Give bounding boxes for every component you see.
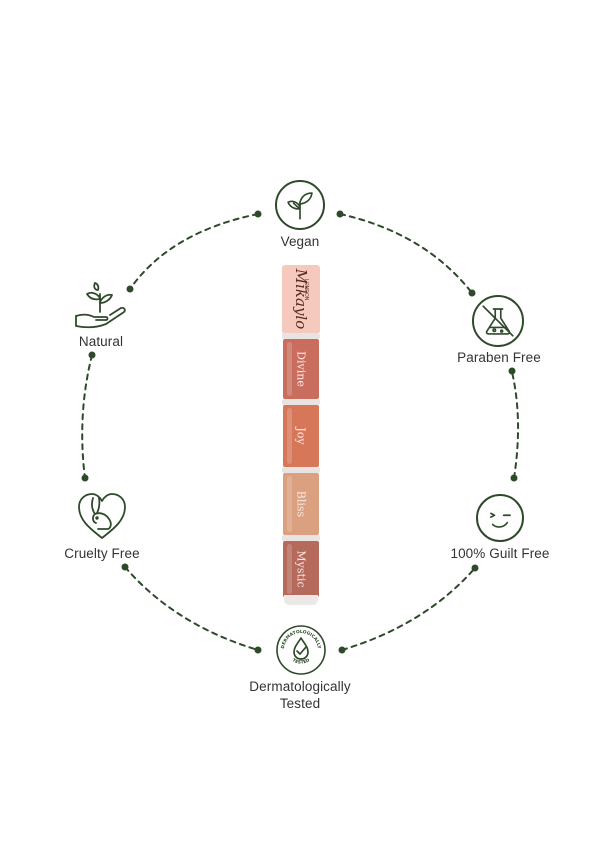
separator-ring (282, 535, 320, 541)
arc-natural-cruelty (81, 354, 93, 479)
node-dot (254, 210, 262, 218)
node-dot (81, 474, 89, 482)
no-flask-icon (472, 295, 524, 347)
arc-paraben-guilt (511, 371, 520, 479)
cruelty-free-label: Cruelty Free (64, 546, 140, 561)
arc-vegan-paraben (339, 213, 473, 294)
arc-cruelty-derm (124, 566, 259, 651)
plant-in-hand-icon (72, 278, 130, 332)
shade-mystic: Mystic (283, 541, 319, 597)
vegan-leaf-icon (275, 180, 325, 230)
separator-ring (282, 467, 320, 473)
derm-label-line2: Tested (279, 696, 321, 711)
node-dot (126, 285, 134, 293)
node-dot (468, 289, 476, 297)
svg-text:TESTED: TESTED (291, 657, 311, 666)
node-dot (254, 646, 262, 654)
shade-divine: Divine (283, 339, 319, 399)
derm-label-line1: Dermatologically (249, 679, 351, 694)
brand-sub: LONDON (303, 279, 309, 301)
shade-name: Joy (294, 427, 308, 445)
natural-label: Natural (78, 334, 124, 349)
guilt-free-label: 100% Guilt Free (450, 546, 550, 561)
node-dot (510, 474, 518, 482)
paraben-free-label: Paraben Free (457, 350, 541, 365)
node-dot (338, 646, 346, 654)
dermatologically-tested-seal-icon: DERMATOLOGICALLY TESTED (275, 624, 327, 676)
arc-vegan-natural (129, 213, 259, 290)
rabbit-heart-icon (76, 490, 128, 542)
shade-name: Mystic (294, 550, 308, 588)
seal-bottom-text: TESTED (291, 657, 311, 666)
node-dot (121, 563, 129, 571)
vegan-label: Vegan (280, 234, 320, 249)
shade-name: Divine (294, 351, 308, 387)
separator-ring (282, 333, 320, 339)
product-base (284, 595, 318, 605)
node-dot (508, 367, 516, 375)
winking-face-icon (476, 494, 524, 542)
node-dot (336, 210, 344, 218)
node-dot (471, 564, 479, 572)
dermatologically-tested-label: Dermatologically Tested (230, 678, 370, 712)
separator-ring (282, 399, 320, 405)
node-dot (88, 351, 96, 359)
shade-joy: Joy (283, 405, 319, 467)
shade-bliss: Bliss (283, 473, 319, 535)
shade-name: Bliss (294, 490, 308, 518)
stacked-lip-tint-product: Mikaylo LONDON Divine Joy Bliss Mystic (282, 265, 320, 605)
product-cap: Mikaylo LONDON (282, 265, 320, 333)
arc-derm-guilt (341, 567, 476, 651)
